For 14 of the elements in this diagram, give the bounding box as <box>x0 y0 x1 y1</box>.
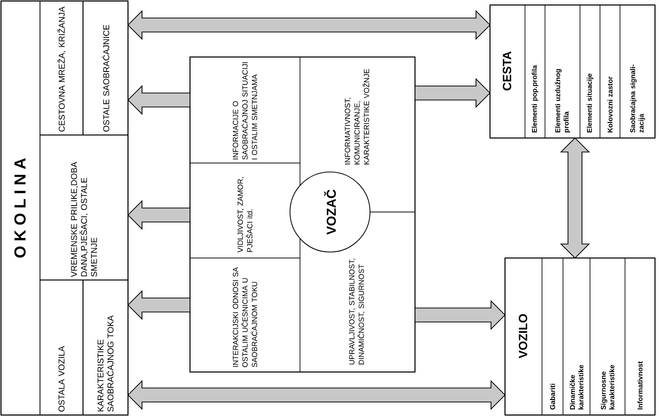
panel-title: O K O L I N A <box>14 158 26 258</box>
text-cell: VREMENSKE PRILIKE,DOBA DANA,PJEŠACI, OSTALE SMETNJE <box>40 134 128 280</box>
text-cell: OSTALE SAOBRAĆAJNICE <box>82 0 128 136</box>
text-cell: OSTALA VOZILA <box>40 280 84 416</box>
text-cell: KARAKTERISTIKE SAOBRAĆAJNOG TOKA <box>82 280 128 416</box>
block-arrow <box>414 78 491 108</box>
block-arrow <box>127 200 190 230</box>
panel-frame <box>190 56 416 372</box>
panel-title: CESTA <box>502 51 512 90</box>
text-cell: CESTOVNA MREŽA, KRIŽANJA <box>40 0 84 136</box>
block-arrow <box>127 290 190 320</box>
block-arrow <box>414 300 506 330</box>
panel-title: VOZILO <box>518 314 528 358</box>
block-arrow <box>127 85 190 115</box>
